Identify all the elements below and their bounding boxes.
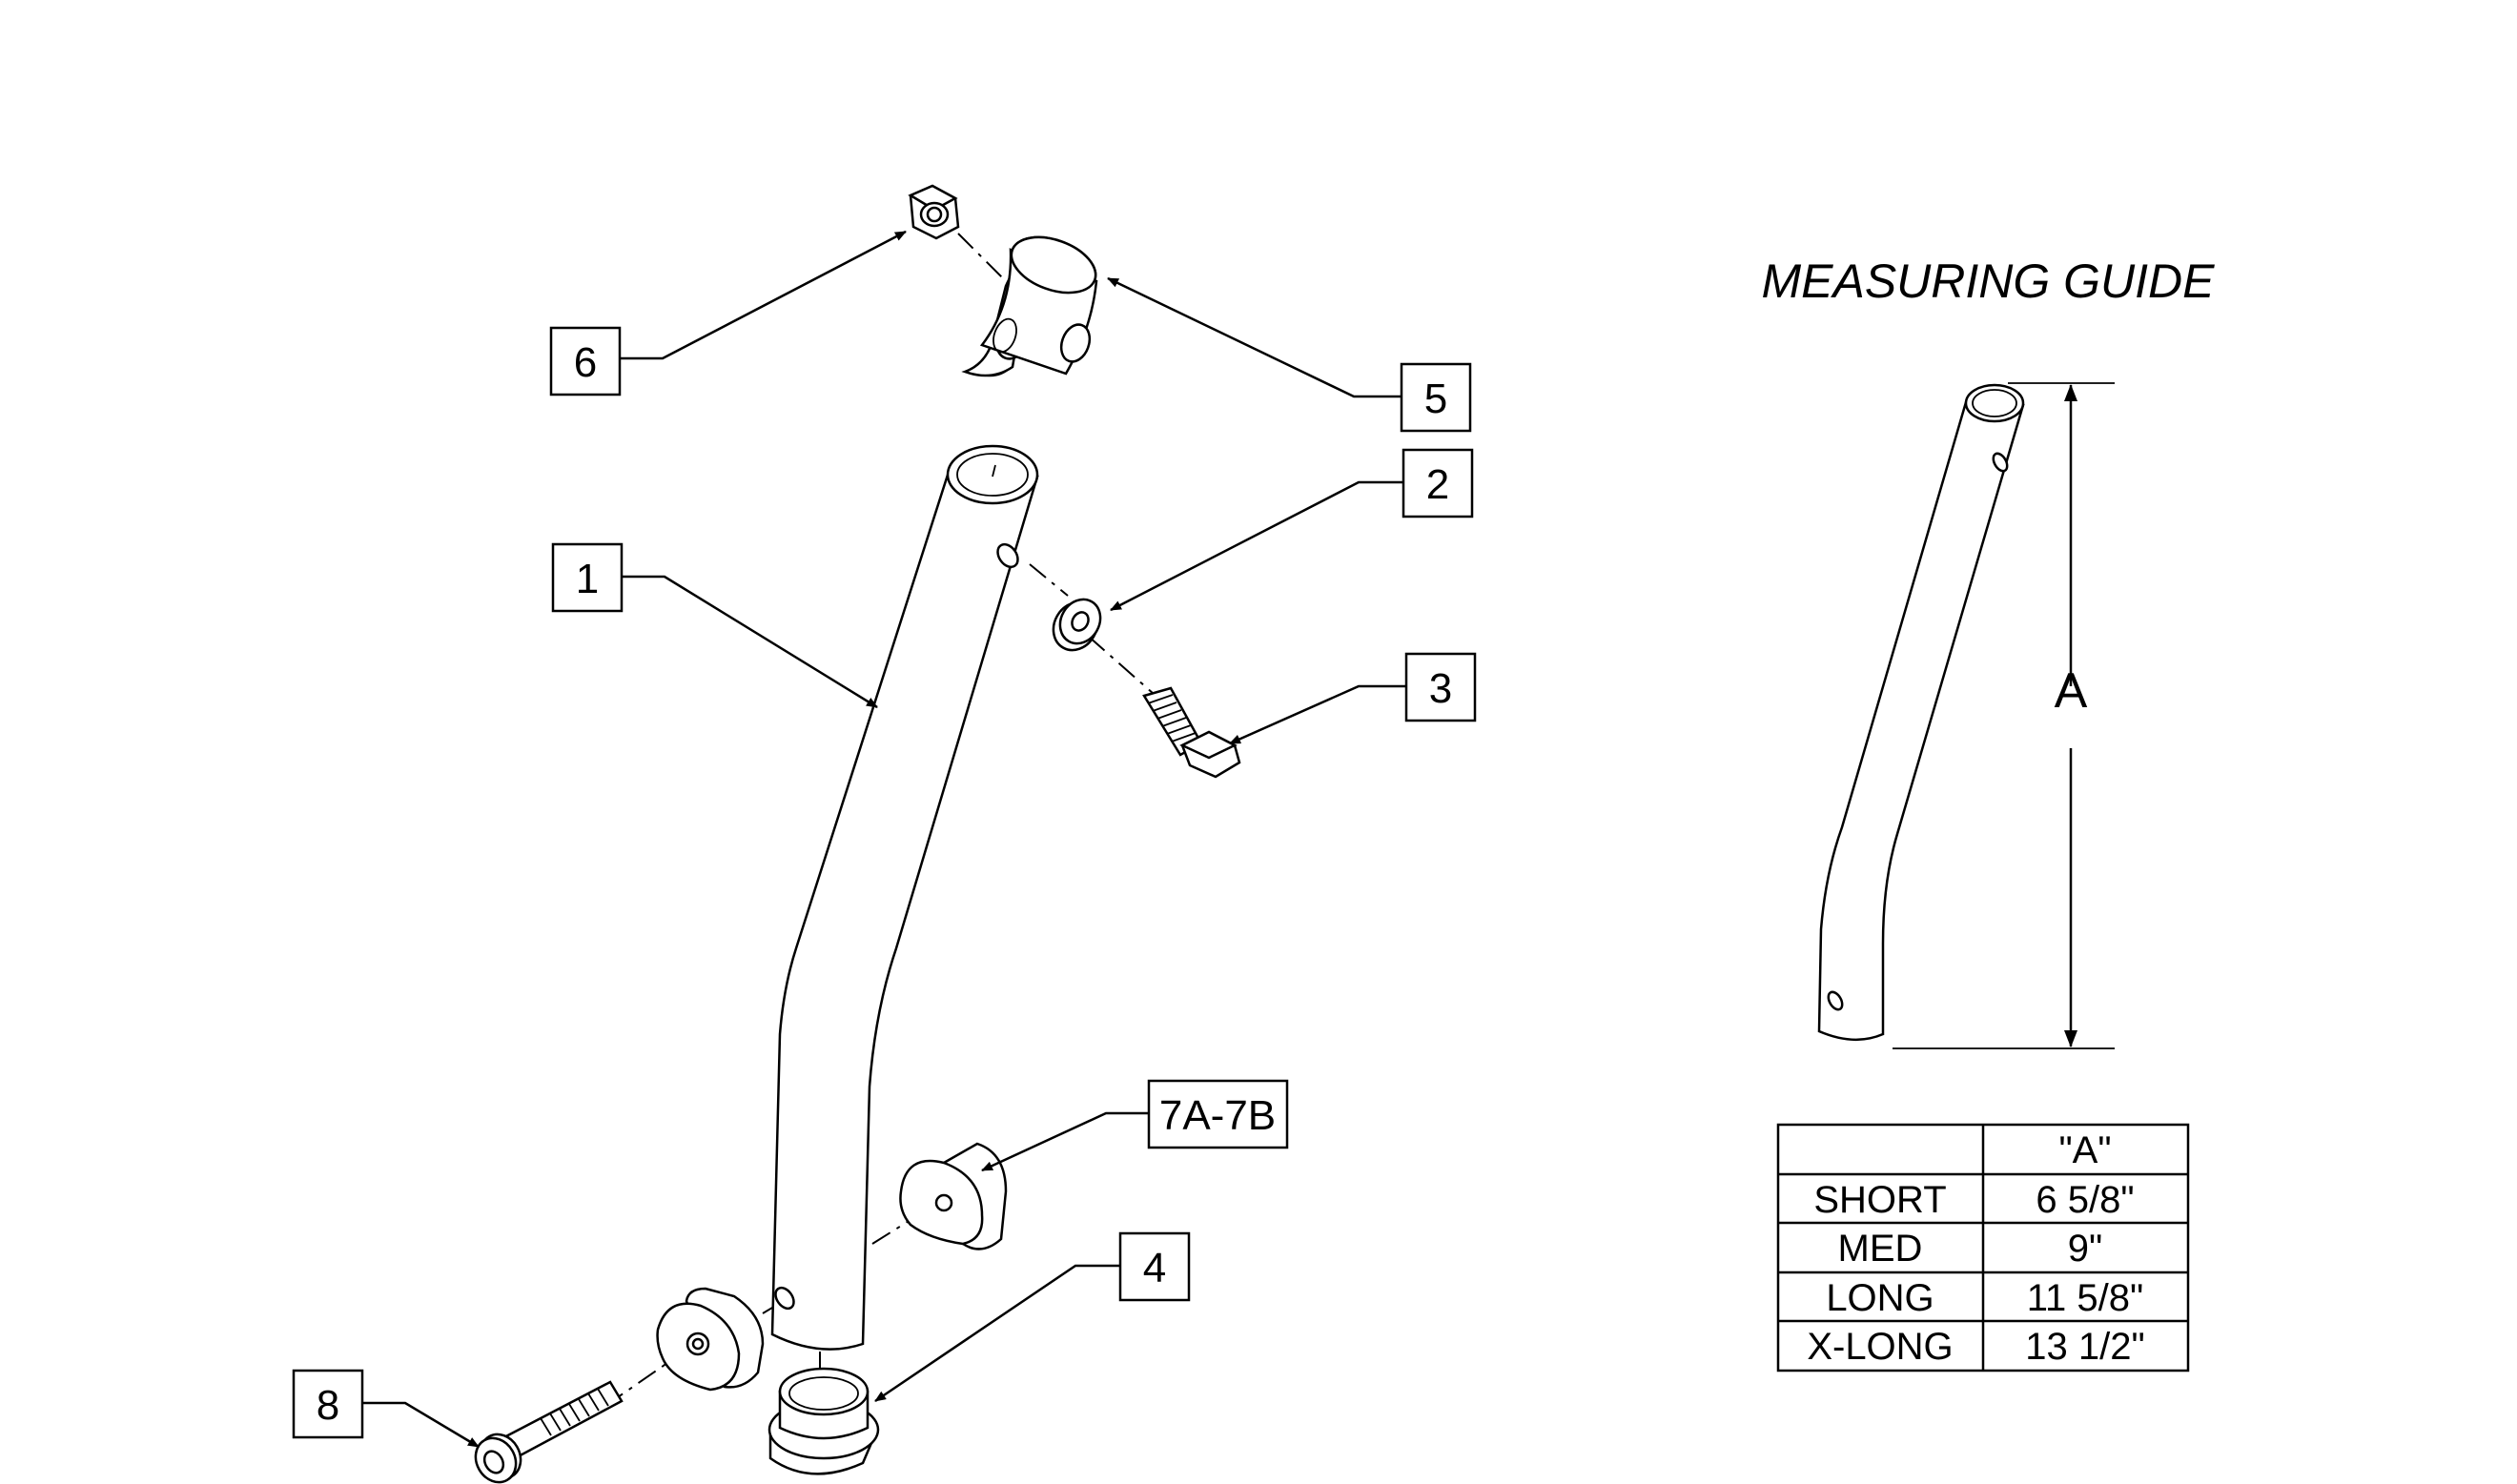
callout-6: 6 [549, 326, 622, 396]
table-cell: 11 5/8" [2027, 1277, 2143, 1319]
dimension-a: A [1893, 382, 2115, 1049]
callout-label: 3 [1429, 665, 1452, 712]
part-3-bolt [1142, 686, 1241, 779]
part-2-washer [1052, 598, 1102, 652]
table-cell: 13 1/2" [2025, 1326, 2144, 1368]
callout-1: 1 [551, 542, 624, 613]
table-cell: SHORT [1813, 1179, 1946, 1221]
measuring-guide-title: MEASURING GUIDE [1761, 254, 2215, 308]
part-1-tube [770, 444, 1039, 1351]
callout-label: 7A-7B [1159, 1092, 1276, 1139]
callout-label: 6 [574, 339, 597, 386]
part-7-spacer-lower [656, 1287, 765, 1392]
part-6-nut [908, 184, 960, 240]
callout-2: 2 [1402, 448, 1474, 518]
part-5-clamp [961, 235, 1098, 377]
table-cell: 9" [2068, 1228, 2102, 1270]
exploded-assembly [474, 184, 1241, 1484]
callout-8: 8 [292, 1369, 364, 1439]
part-8-screw [474, 1380, 624, 1484]
callout-label: 4 [1143, 1245, 1166, 1291]
guide-tube [1817, 383, 2025, 1042]
measuring-guide: MEASURING GUIDE A "A" SHORT 6 5/8" [1761, 254, 2215, 1372]
callout-3: 3 [1404, 652, 1477, 722]
callout-7a-7b: 7A-7B [1147, 1079, 1289, 1149]
callout-label: 8 [317, 1382, 339, 1429]
table-header-a: "A" [2058, 1129, 2111, 1171]
callout-label: 5 [1424, 376, 1447, 422]
dimension-a-label: A [2055, 663, 2088, 719]
callout-label: 1 [576, 556, 599, 602]
table-cell: 6 5/8" [2036, 1179, 2134, 1221]
part-7-spacer-upper [899, 1142, 1008, 1250]
callout-label: 2 [1426, 461, 1449, 508]
part-4-end-cap [767, 1367, 880, 1475]
table-cell: MED [1838, 1228, 1923, 1270]
size-table: "A" SHORT 6 5/8" MED 9" LONG 11 5/8" X-L… [1776, 1123, 2190, 1372]
table-cell: LONG [1826, 1277, 1934, 1319]
table-cell: X-LONG [1807, 1326, 1953, 1368]
callout-leaders [362, 230, 1406, 1449]
callout-4: 4 [1118, 1231, 1191, 1302]
callout-5: 5 [1400, 362, 1472, 433]
